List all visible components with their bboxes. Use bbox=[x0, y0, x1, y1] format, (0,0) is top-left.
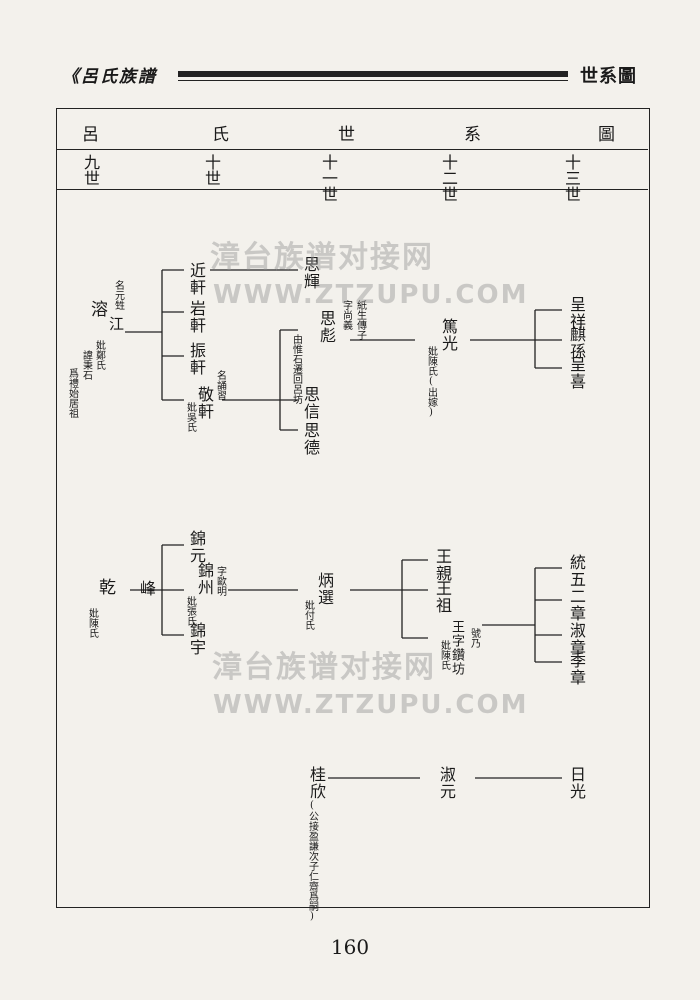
person-jinzhou-note-1: 字歐明 bbox=[214, 566, 226, 596]
watermark-cn-bottom: 漳台族谱对接网 bbox=[212, 650, 436, 685]
title-row-divider bbox=[57, 149, 648, 150]
title-char-3: 世 bbox=[338, 125, 355, 145]
person-jinzhou-note-2: 妣張氏 bbox=[184, 596, 196, 626]
person-jinyu: 錦宇 bbox=[187, 622, 206, 656]
generation-10: 十世 bbox=[202, 154, 221, 186]
person-zhuguang: 篤光 bbox=[439, 318, 458, 352]
section-title: 世系圖 bbox=[580, 66, 637, 87]
person-bingxuan: 炳選 bbox=[315, 572, 334, 606]
person-bingxuan-note: 妣付氏 bbox=[302, 600, 314, 630]
person-qian: 乾 bbox=[95, 578, 115, 596]
person-shuyuan: 淑元 bbox=[437, 766, 456, 800]
person-sixin: 思信 bbox=[301, 386, 320, 420]
person-rong-note-3: 妣鄭氏 bbox=[93, 340, 105, 370]
title-char-2: 氏 bbox=[212, 125, 229, 145]
person-wangfang-note-1: 妣陳氏 bbox=[438, 640, 450, 670]
person-yanxuan: 岩軒 bbox=[187, 300, 206, 334]
person-tongwu: 統五 bbox=[567, 554, 586, 588]
title-char-1: 呂 bbox=[82, 125, 99, 145]
person-zhuguang-note: 妣陳氏(出嫁) bbox=[425, 346, 437, 418]
person-sihui: 思輝 bbox=[301, 256, 320, 290]
person-qilin: 麒孫 bbox=[567, 326, 586, 360]
person-guixin: 桂欣 bbox=[307, 766, 326, 800]
page-number: 160 bbox=[330, 935, 370, 959]
person-sibiao: 思彪 bbox=[317, 310, 336, 344]
person-jinxuan: 近軒 bbox=[187, 262, 206, 296]
person-riguang: 日光 bbox=[567, 766, 586, 800]
person-jingxuan: 敬軒 bbox=[195, 386, 214, 420]
person-rong-note-4: 諱秉石 bbox=[80, 350, 92, 380]
header-rule-thin bbox=[178, 80, 568, 81]
person-jingxuan-note-1: 名誦習 bbox=[214, 370, 226, 400]
person-qian-note: 妣陳氏 bbox=[86, 608, 98, 638]
person-zhenxuan: 振軒 bbox=[187, 342, 206, 376]
book-title: 《呂氏族譜 bbox=[62, 67, 157, 87]
person-rong-note-2: 江 bbox=[107, 316, 125, 332]
person-erzhang: 二章 bbox=[567, 588, 586, 622]
genealogy-frame bbox=[56, 108, 650, 908]
watermark-en-top: WWW.ZTZUPU.COM bbox=[213, 280, 529, 310]
person-wangfang-note-2: 號乃 bbox=[468, 628, 480, 648]
generation-11: 十一世 bbox=[319, 154, 338, 202]
person-guixin-note: (公接盈謙次子仁齋爲嗣) bbox=[306, 800, 318, 922]
person-shuzhang: 淑章 bbox=[567, 622, 586, 656]
person-jinzhou: 錦州 bbox=[195, 562, 214, 596]
person-side: 思德 bbox=[301, 422, 320, 456]
person-sibiao-note-1: 字尚義 bbox=[340, 300, 352, 330]
header-rule-thick bbox=[178, 71, 568, 77]
person-jingxuan-note-2: 妣吳氏 bbox=[184, 402, 196, 432]
person-rong: 溶 bbox=[87, 300, 107, 318]
title-char-5: 圖 bbox=[598, 125, 615, 145]
generation-12: 十二世 bbox=[439, 154, 458, 202]
watermark-en-bottom: WWW.ZTZUPU.COM bbox=[213, 690, 529, 720]
person-wangfang: 王字鑽坊 bbox=[449, 620, 464, 676]
generation-13: 十三世 bbox=[562, 154, 581, 202]
person-feng: 峰 bbox=[137, 580, 156, 597]
person-chengxiang: 呈祥 bbox=[567, 296, 586, 330]
watermark-cn-top: 漳台族谱对接网 bbox=[210, 240, 434, 275]
person-rong-note-1: 名元甡 bbox=[112, 280, 124, 310]
person-rong-note-5: 爲禮始居祖 bbox=[66, 368, 78, 418]
person-wangzu: 王祖 bbox=[433, 580, 452, 614]
person-chengxi: 呈喜 bbox=[567, 356, 586, 390]
person-sibiao-note-3: 由惟石遷回呂坊 bbox=[290, 334, 302, 404]
person-wangqin: 王親 bbox=[433, 548, 452, 582]
title-char-4: 系 bbox=[464, 125, 481, 145]
generation-row-divider bbox=[57, 189, 648, 190]
person-jizhang: 季章 bbox=[567, 652, 586, 686]
person-jinyuan: 錦元 bbox=[187, 530, 206, 564]
person-sibiao-note-2: 紙生傳子 bbox=[354, 300, 366, 340]
generation-9: 九世 bbox=[81, 154, 100, 186]
